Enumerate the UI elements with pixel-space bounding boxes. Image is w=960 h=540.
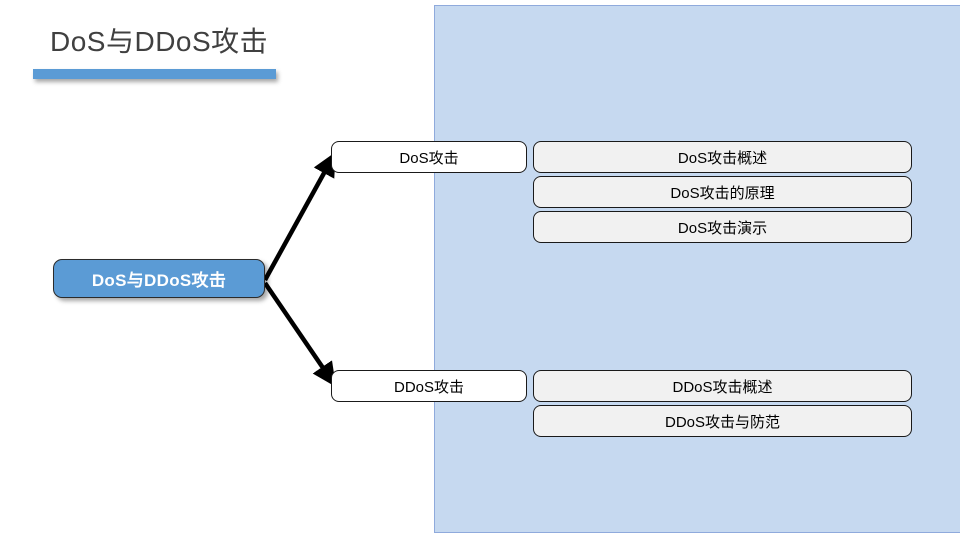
title-underline-bar xyxy=(33,69,276,79)
branch-node-dos-label: DoS攻击 xyxy=(399,149,459,167)
leaf-label-ddos-overview: DDoS攻击概述 xyxy=(672,378,773,396)
leaf-box-ddos-defense[interactable]: DDoS攻击与防范 xyxy=(533,405,912,437)
page-title: DoS与DDoS攻击 xyxy=(50,26,269,57)
branch-node-ddos[interactable]: DDoS攻击 xyxy=(331,370,527,402)
leaf-box-ddos-overview[interactable]: DDoS攻击概述 xyxy=(533,370,912,402)
decorative-side-panel xyxy=(434,5,960,533)
leaf-label-dos-principle: DoS攻击的原理 xyxy=(670,184,775,202)
branch-node-dos[interactable]: DoS攻击 xyxy=(331,141,527,173)
branch-node-ddos-label: DDoS攻击 xyxy=(393,378,464,396)
root-node-label: DoS与DDoS攻击 xyxy=(91,271,227,290)
connector-root-to-dos xyxy=(263,151,336,282)
leaf-label-dos-demo: DoS攻击演示 xyxy=(677,219,768,237)
leaf-box-dos-overview[interactable]: DoS攻击概述 xyxy=(533,141,912,173)
connector-root-to-ddos xyxy=(263,281,337,387)
leaf-box-dos-principle[interactable]: DoS攻击的原理 xyxy=(533,176,912,208)
root-node-dos-ddos[interactable]: DoS与DDoS攻击 xyxy=(53,259,265,298)
leaf-label-ddos-defense: DDoS攻击与防范 xyxy=(664,413,780,431)
leaf-box-dos-demo[interactable]: DoS攻击演示 xyxy=(533,211,912,243)
leaf-label-dos-overview: DoS攻击概述 xyxy=(677,149,768,167)
